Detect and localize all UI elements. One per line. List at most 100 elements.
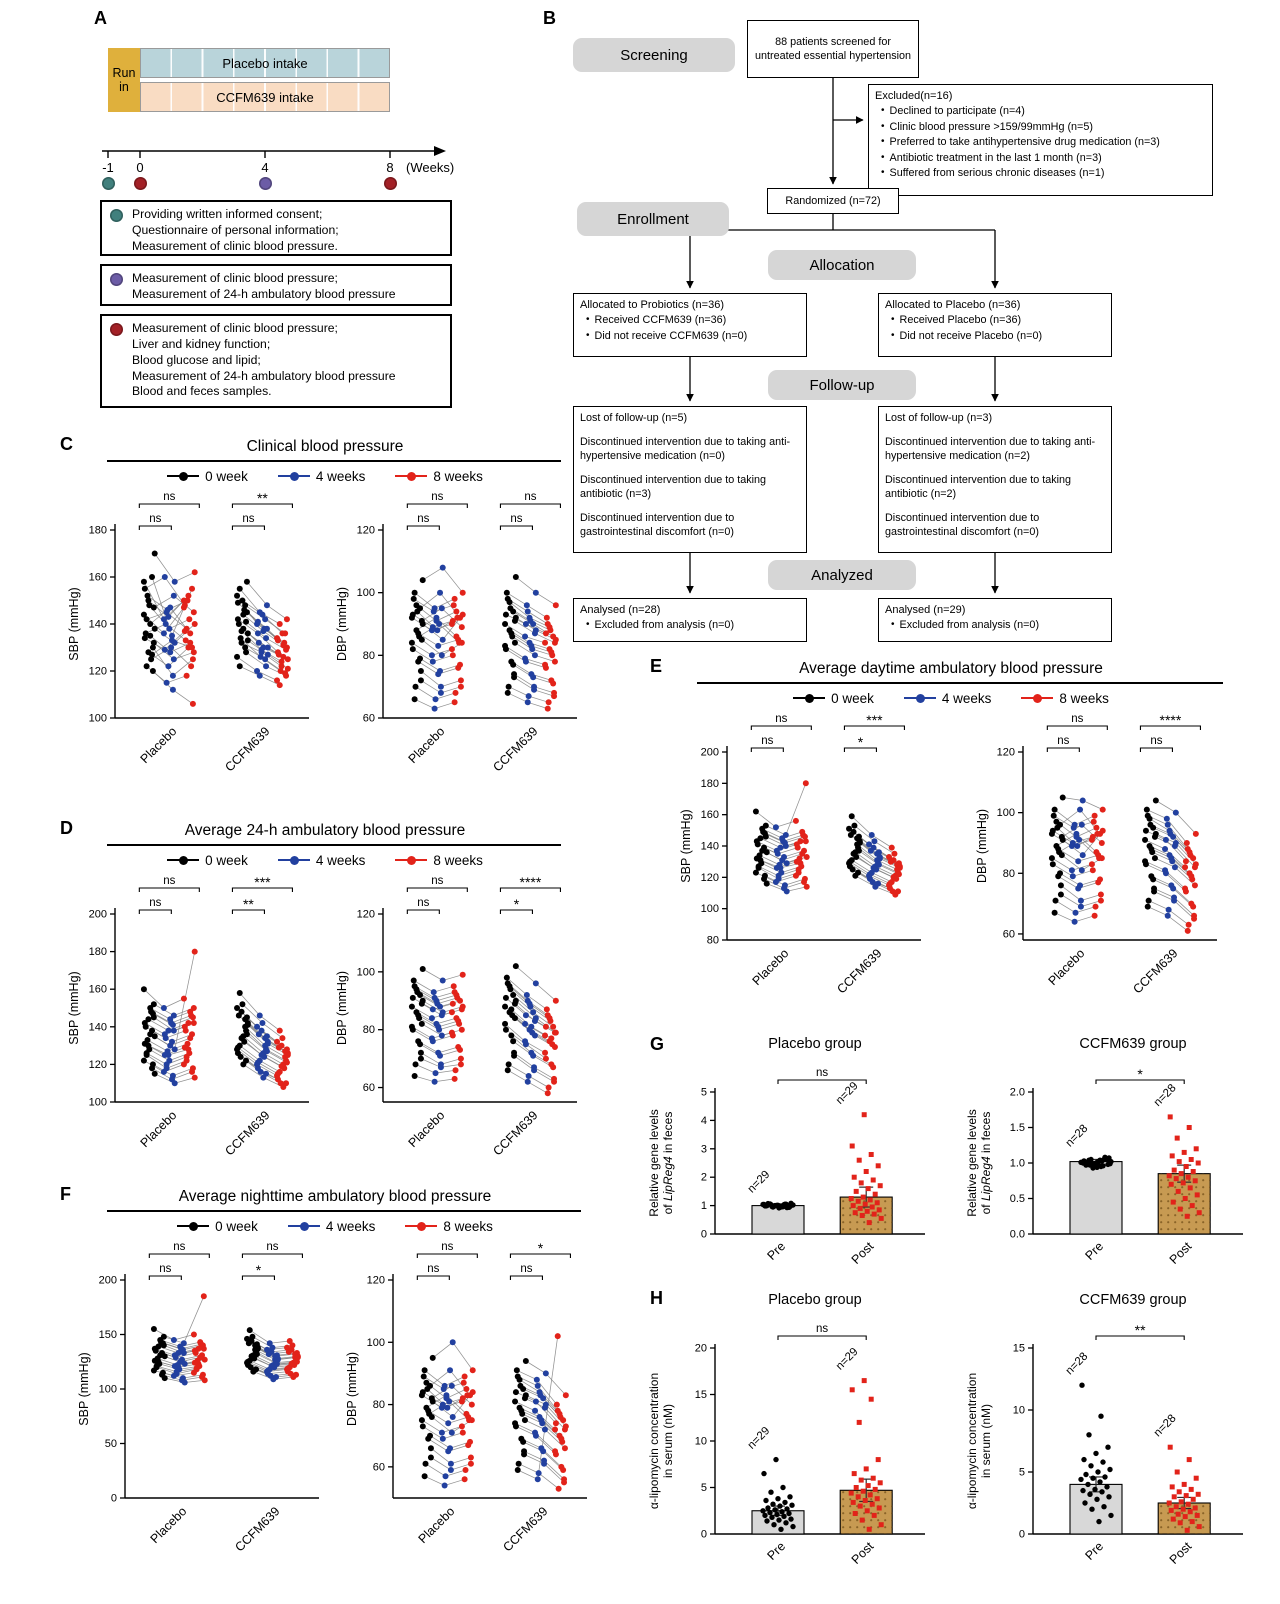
data-point xyxy=(877,1480,883,1486)
data-point xyxy=(274,1038,281,1045)
sig-label: ns xyxy=(816,1067,828,1079)
svg-text:100: 100 xyxy=(357,587,375,599)
data-point xyxy=(505,683,512,690)
data-point xyxy=(467,1460,474,1467)
data-point xyxy=(162,1034,169,1041)
sig-label: ns xyxy=(163,491,175,503)
data-point xyxy=(1191,915,1198,922)
x-tick-label: CCFM639 xyxy=(232,1504,282,1554)
data-point xyxy=(1078,866,1085,873)
data-point xyxy=(165,662,172,669)
legend-marker-black xyxy=(167,471,200,481)
data-point xyxy=(447,1366,454,1373)
data-point xyxy=(289,1341,296,1348)
data-point xyxy=(509,1011,516,1018)
data-point xyxy=(284,655,291,662)
axis-arrowhead xyxy=(434,146,446,156)
data-point xyxy=(191,1074,198,1081)
data-point xyxy=(1104,1484,1110,1490)
data-point xyxy=(1098,839,1105,846)
data-point xyxy=(1170,885,1177,892)
data-point xyxy=(161,1352,168,1359)
y-axis-label: of LipReg4 in feces xyxy=(979,1112,993,1215)
data-point xyxy=(1185,1501,1191,1507)
data-point xyxy=(190,1004,197,1011)
data-point xyxy=(427,1454,434,1461)
data-point xyxy=(150,604,157,611)
data-point xyxy=(1184,1213,1190,1219)
data-point xyxy=(187,629,194,636)
legend-item-0week: 0 week xyxy=(167,853,248,868)
data-point xyxy=(418,1416,425,1423)
data-point xyxy=(768,1202,774,1208)
data-point xyxy=(1069,872,1076,879)
data-point xyxy=(1083,1162,1089,1168)
n-label: n=29 xyxy=(834,1080,861,1107)
pre-points xyxy=(760,1200,796,1211)
data-point xyxy=(180,1339,187,1346)
data-point xyxy=(552,997,559,1004)
data-point xyxy=(259,1019,266,1026)
data-point xyxy=(799,850,806,857)
data-point xyxy=(427,1444,434,1451)
data-point xyxy=(450,601,457,608)
data-point xyxy=(866,870,873,877)
data-point xyxy=(437,683,444,690)
sig-label: ns xyxy=(524,491,536,503)
flow-arrows xyxy=(686,78,999,594)
sig-bracket xyxy=(241,1275,275,1280)
analyzed-probiotics-box: Analysed (n=28) •Excluded from analysis … xyxy=(573,598,807,642)
list-item: Measurement of 24-h ambulatory blood pre… xyxy=(132,286,396,301)
sig-label: * xyxy=(538,1240,544,1256)
data-point xyxy=(515,1460,522,1467)
stage-followup: Follow-up xyxy=(768,370,916,400)
list-item: •Antibiotic treatment in the last 1 mont… xyxy=(881,151,1102,164)
data-point xyxy=(450,982,457,989)
data-point xyxy=(546,623,553,630)
data-point xyxy=(1094,1496,1100,1502)
sig-bracket xyxy=(843,725,905,730)
data-point xyxy=(160,615,167,622)
data-point xyxy=(189,1068,196,1075)
legend-marker-red xyxy=(395,471,428,481)
list-item: •Suffered from serious chronic diseases … xyxy=(881,167,1105,180)
data-point xyxy=(1174,1469,1180,1475)
svg-text:120: 120 xyxy=(367,1274,385,1286)
list-item: •Declined to participate (n=4) xyxy=(881,105,1025,118)
sig-label: ns xyxy=(417,897,429,909)
data-point xyxy=(1187,1509,1193,1515)
data-point xyxy=(553,1401,560,1408)
data-point xyxy=(167,648,174,655)
title-rule xyxy=(107,1210,581,1212)
data-point xyxy=(552,1426,559,1433)
data-point xyxy=(424,1385,431,1392)
legend-marker-black xyxy=(793,693,826,703)
data-point xyxy=(448,1382,455,1389)
data-point xyxy=(865,1186,871,1192)
data-point xyxy=(191,568,198,575)
data-point xyxy=(1171,863,1178,870)
data-point xyxy=(143,615,150,622)
data-point xyxy=(254,629,261,636)
data-point xyxy=(247,1363,254,1370)
data-point xyxy=(414,608,421,615)
svg-text:15: 15 xyxy=(1013,1343,1025,1355)
x-tick-label: Placebo xyxy=(750,946,792,988)
data-point xyxy=(802,779,809,786)
weeks-unit-label: (Weeks) xyxy=(406,160,454,175)
y-axis-label: SBP (mmHg) xyxy=(679,809,693,882)
week4-dot xyxy=(258,177,272,190)
sig-label: ns xyxy=(163,875,175,887)
data-point xyxy=(551,658,558,665)
data-point xyxy=(771,1522,777,1528)
points-week8 xyxy=(274,1027,291,1090)
y-axis-label: in serum (nM) xyxy=(979,1404,993,1478)
allocated-probiotics-box: Allocated to Probiotics (n=36) •Received… xyxy=(573,293,807,357)
sig-bracket xyxy=(777,1335,867,1340)
data-point xyxy=(864,1508,870,1514)
stage-analyzed: Analyzed xyxy=(768,560,916,590)
data-point xyxy=(274,636,281,643)
data-point xyxy=(408,1003,415,1010)
x-tick-label: Post xyxy=(1167,1539,1195,1567)
